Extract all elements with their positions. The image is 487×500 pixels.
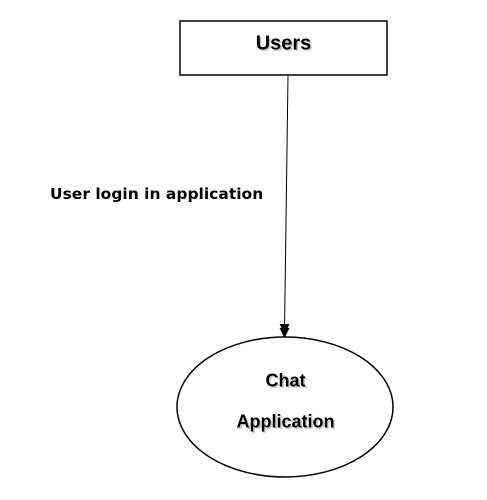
chat-label-line1-shadow: Chat bbox=[267, 372, 307, 392]
users-box bbox=[179, 20, 388, 76]
flow-label: User login in application bbox=[50, 185, 263, 203]
users-node: Users Users bbox=[179, 20, 388, 76]
chat-label-line2-shadow: Application bbox=[238, 413, 336, 433]
flow-arrow bbox=[279, 75, 290, 334]
chat-application-ellipse bbox=[176, 336, 394, 478]
users-label-shadow: Users bbox=[257, 34, 313, 56]
chat-application-node: Chat Chat Application Application bbox=[176, 336, 394, 478]
arrowhead-icon bbox=[279, 328, 290, 338]
users-label: Users bbox=[256, 33, 312, 55]
chat-label-line1: Chat bbox=[266, 371, 306, 391]
chat-label-line2: Application bbox=[237, 412, 335, 432]
login-flow-edge: User login in application bbox=[50, 75, 290, 338]
